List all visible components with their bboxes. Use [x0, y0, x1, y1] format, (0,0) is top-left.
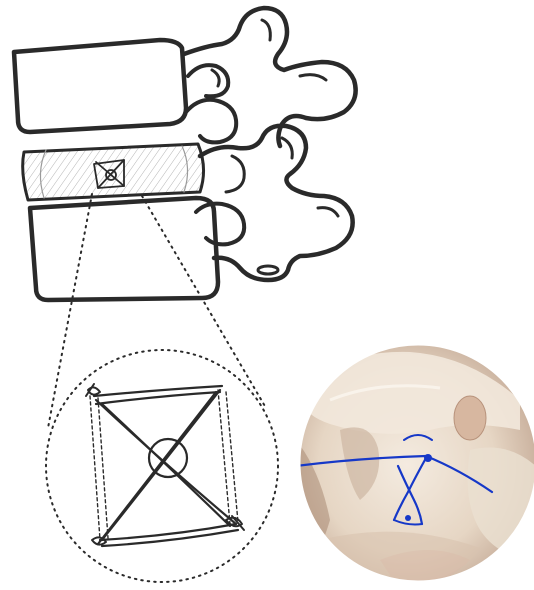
spine-schematic — [14, 8, 356, 300]
suture-knot-bottom — [405, 515, 411, 521]
lower-spinous-highlight — [282, 138, 292, 158]
upper-facet-lower-lobe — [186, 100, 236, 143]
lower-vertebral-body — [30, 198, 218, 300]
suture-bottom-band — [100, 524, 238, 546]
upper-spinous-highlight — [262, 20, 270, 40]
lower-facet-joint-line — [226, 156, 244, 192]
tissue-upper-membrane — [300, 352, 520, 434]
tissue-nodule — [454, 396, 486, 440]
upper-facet-notch — [188, 65, 228, 96]
upper-process-highlight — [300, 75, 326, 80]
intraoperative-photo — [296, 340, 534, 590]
suture-top-band — [94, 386, 222, 404]
upper-vertebral-body — [14, 40, 186, 132]
tissue-pink-tint — [380, 550, 470, 590]
suture-knot-top — [424, 454, 432, 462]
lower-process-tip — [258, 266, 278, 274]
magnified-detail-frame — [46, 350, 278, 582]
lower-process-highlight — [318, 208, 338, 216]
upper-facet-joint-line — [212, 70, 219, 86]
magnified-suture-detail — [86, 384, 244, 546]
suture-cross-strands — [96, 390, 236, 544]
